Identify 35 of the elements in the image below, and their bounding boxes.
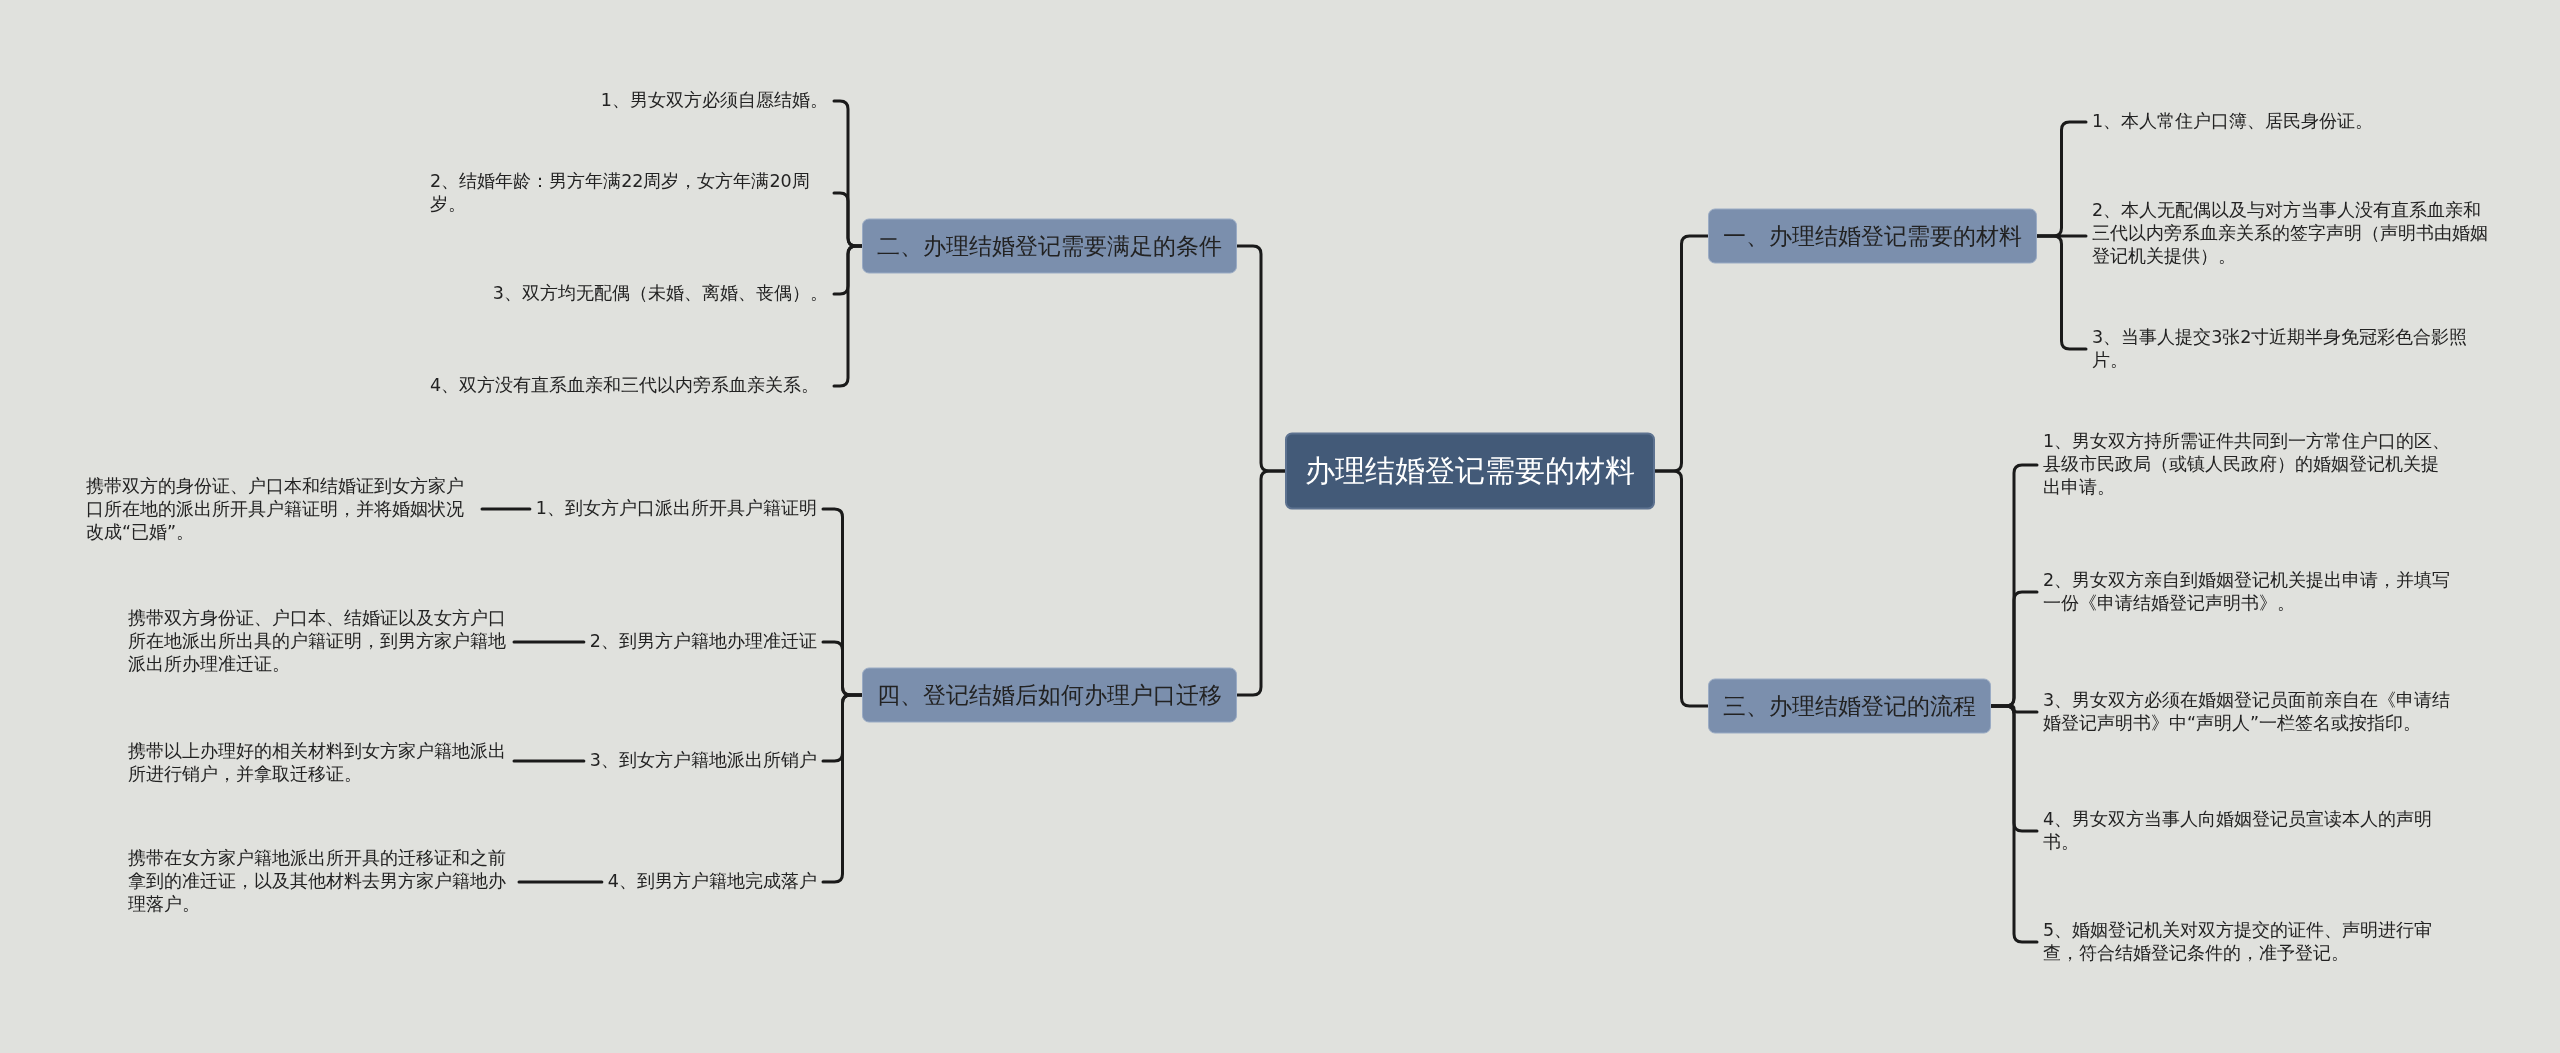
topic-text: 4、双方没有直系血亲和三代以内旁系血亲关系。 xyxy=(430,374,828,398)
branch-topic-box: 四、登记结婚后如何办理户口迁移 xyxy=(862,667,1237,723)
topic-text: 1、到女方户口派出所开具户籍证明 xyxy=(535,497,817,521)
topic-text: 携带双方身份证、户口本、结婚证以及女方户口所在地派出所出具的户籍证明，到男方家户籍地派出所办理准迁证。 xyxy=(128,607,508,677)
connector-line xyxy=(832,244,864,388)
branch-topic-box: 二、办理结婚登记需要满足的条件 xyxy=(862,218,1237,274)
topic-text: 3、到女方户籍地派出所销户 xyxy=(589,749,817,773)
topic-text: 3、双方均无配偶（未婚、离婚、丧偶）。 xyxy=(430,282,828,306)
topic-text: 携带在女方家户籍地派出所开具的迁移证和之前拿到的准迁证，以及其他材料去男方家户籍地办理落户。 xyxy=(128,847,513,917)
central-topic-box: 办理结婚登记需要的材料 xyxy=(1285,432,1655,510)
topic-text: 1、男女双方必须自愿结婚。 xyxy=(430,89,828,113)
topic-text: 2、到男方户籍地办理准迁证 xyxy=(589,630,817,654)
connector-line xyxy=(1235,469,1287,697)
leader-line xyxy=(512,640,586,644)
connector-line xyxy=(821,693,864,884)
topic-text: 5、婚姻登记机关对双方提交的证件、声明进行审查，符合结婚登记条件的，准予登记。 xyxy=(2043,918,2453,966)
topic-text: 4、男女双方当事人向婚姻登记员宣读本人的声明书。 xyxy=(2043,807,2453,855)
topic-text: 1、本人常住户口簿、居民身份证。 xyxy=(2092,110,2492,134)
connector-line xyxy=(2035,234,2088,351)
leader-line xyxy=(480,507,532,511)
topic-text: 2、结婚年龄：男方年满22周岁，女方年满20周岁。 xyxy=(430,169,828,217)
connector-line xyxy=(1989,704,2039,944)
topic-text: 2、男女双方亲自到婚姻登记机关提出申请，并填写一份《申请结婚登记声明书》。 xyxy=(2043,568,2453,616)
topic-text: 1、男女双方持所需证件共同到一方常住户口的区、县级市民政局（或镇人民政府）的婚姻登记机关提出申请。 xyxy=(2043,430,2453,500)
topic-text: 4、到男方户籍地完成落户 xyxy=(607,870,817,894)
topic-text: 携带双方的身份证、户口本和结婚证到女方家户口所在地的派出所开具户籍证明，并将婚姻状况改成“已婚”。 xyxy=(86,475,476,545)
topic-text: 2、本人无配偶以及与对方当事人没有直系血亲和三代以内旁系血亲关系的签字声明（声明书由婚姻登记机关提供）。 xyxy=(2092,199,2492,269)
topic-text: 携带以上办理好的相关材料到女方家户籍地派出所进行销户，并拿取迁移证。 xyxy=(128,739,508,787)
branch-topic-box: 一、办理结婚登记需要的材料 xyxy=(1708,208,2037,264)
leader-line xyxy=(512,759,586,763)
topic-text: 3、当事人提交3张2寸近期半身免冠彩色合影照片。 xyxy=(2092,325,2492,373)
topic-text: 3、男女双方必须在婚姻登记员面前亲自在《申请结婚登记声明书》中“声明人”一栏签名或按指印。 xyxy=(2043,688,2453,736)
connector-line xyxy=(1653,469,1710,708)
leader-line xyxy=(517,880,604,884)
branch-topic-box: 三、办理结婚登记的流程 xyxy=(1708,678,1991,734)
